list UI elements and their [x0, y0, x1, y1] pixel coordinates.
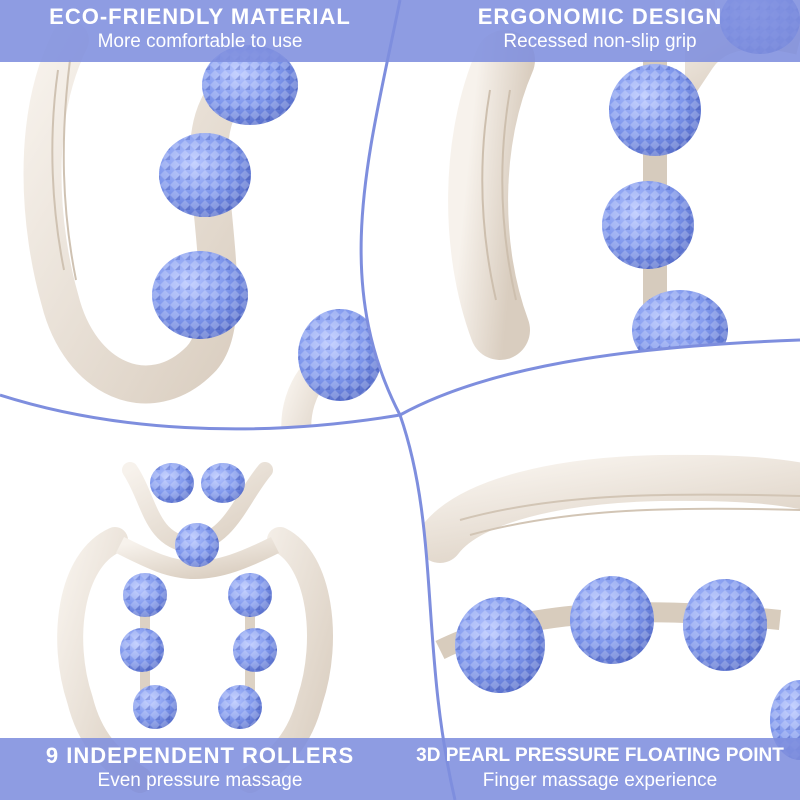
blue-roller [120, 628, 164, 672]
caption-title: ERGONOMIC DESIGN [477, 4, 723, 29]
blue-roller [298, 309, 382, 401]
caption-subtitle: Even pressure massage [97, 770, 303, 791]
blue-roller [455, 597, 545, 693]
caption-title: 3D PEARL PRESSURE FLOATING POINT [416, 745, 784, 766]
caption-pearl-pressure: 3D PEARL PRESSURE FLOATING POINT Finger … [400, 743, 800, 793]
panel-divider [0, 338, 800, 431]
blue-roller [609, 64, 701, 156]
caption-subtitle: More comfortable to use [97, 31, 303, 52]
top-caption-banner [0, 0, 800, 62]
panel-pearl-pressure-photo [400, 340, 800, 800]
blue-roller [233, 628, 277, 672]
bottom-caption-banner [0, 738, 800, 800]
caption-ergonomic-design: ERGONOMIC DESIGN Recessed non-slip grip [400, 4, 800, 54]
blue-roller [683, 579, 767, 671]
panel-nine-rollers-photo [0, 395, 455, 800]
caption-subtitle: Finger massage experience [482, 770, 718, 791]
caption-title: 9 INDEPENDENT ROLLERS [45, 743, 355, 768]
caption-nine-rollers: 9 INDEPENDENT ROLLERS Even pressure mass… [0, 743, 400, 793]
blue-roller [201, 463, 245, 503]
panel-eco-material-photo [0, 0, 400, 429]
blue-roller [228, 573, 272, 617]
blue-roller [218, 685, 262, 729]
blue-roller [570, 576, 654, 664]
blue-roller [133, 685, 177, 729]
blue-roller [123, 573, 167, 617]
blue-roller [202, 45, 298, 125]
blue-roller [175, 523, 219, 567]
blue-roller [159, 133, 251, 217]
caption-subtitle: Recessed non-slip grip [503, 31, 697, 52]
blue-roller [152, 251, 248, 339]
blue-roller [602, 181, 694, 269]
caption-title: ECO-FRIENDLY MATERIAL [49, 4, 351, 29]
blue-roller [150, 463, 194, 503]
caption-eco-material: ECO-FRIENDLY MATERIAL More comfortable t… [0, 4, 400, 54]
